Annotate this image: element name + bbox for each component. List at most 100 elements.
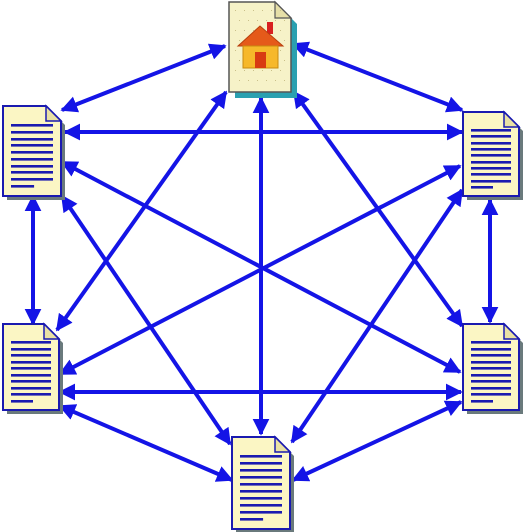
arrow-top-right-to-bottom <box>290 188 464 444</box>
page-texture-dot <box>248 20 249 21</box>
home-page-icon <box>228 0 297 98</box>
document-text-line <box>471 148 511 151</box>
document-text-line <box>240 455 282 458</box>
document-text-line <box>471 154 511 157</box>
document-icon-bottom <box>231 435 294 532</box>
document-text-line <box>11 354 51 357</box>
document-fold <box>503 322 521 340</box>
document-text-line <box>471 374 511 377</box>
page-texture-dot <box>280 10 281 11</box>
page-texture-dot <box>239 20 240 21</box>
document-text-line <box>471 167 511 170</box>
page-texture-dot <box>280 50 281 51</box>
document-text-line <box>11 158 53 161</box>
page-texture-dot <box>253 30 254 31</box>
document-text-line <box>240 476 282 479</box>
document-text-line <box>11 387 51 390</box>
document-text-line <box>11 380 51 383</box>
document-icon-bottom-right <box>462 322 523 414</box>
document-text-line <box>471 387 511 390</box>
arrow-bottom-to-bottom-left <box>58 404 234 482</box>
document-text-line <box>11 367 51 370</box>
page-texture-dot <box>262 70 263 71</box>
document-text-line <box>240 511 282 514</box>
document-icon-top-right <box>462 110 523 200</box>
document-text-line <box>11 144 53 147</box>
page-texture-dot <box>244 30 245 31</box>
document-text-line <box>11 138 53 141</box>
document-text-line <box>11 151 53 154</box>
document-text-line <box>240 504 282 507</box>
document-text-line <box>11 348 51 351</box>
document-text-line <box>240 469 282 472</box>
page-texture-dot <box>239 40 240 41</box>
document-text-line <box>11 165 53 168</box>
page-texture-dot <box>257 80 258 81</box>
page-texture-dot <box>239 80 240 81</box>
page-texture-dot <box>271 10 272 11</box>
document-text-line <box>11 178 53 181</box>
document-text-line <box>11 185 35 188</box>
document-text-line <box>11 171 53 174</box>
house-chimney <box>267 22 273 34</box>
page-texture-dot <box>244 10 245 11</box>
document-text-line <box>471 180 511 183</box>
page-texture-dot <box>284 20 285 21</box>
document-text-line <box>471 380 511 383</box>
page-texture-dot <box>271 70 272 71</box>
page-texture-dot <box>266 80 267 81</box>
document-text-line <box>471 341 511 344</box>
page-texture-dot <box>284 80 285 81</box>
page-texture-dot <box>253 10 254 11</box>
page-texture-dot <box>253 70 254 71</box>
arrow-home-to-bottom-left <box>55 90 228 332</box>
page-texture-dot <box>280 30 281 31</box>
document-text-line <box>11 341 51 344</box>
document-text-line <box>471 161 511 164</box>
page-texture-dot <box>262 10 263 11</box>
page-texture-dot <box>239 60 240 61</box>
page-texture-dot <box>235 50 236 51</box>
house-door <box>255 52 266 68</box>
document-text-line <box>471 348 511 351</box>
document-fold <box>45 104 63 122</box>
document-text-line <box>471 142 511 145</box>
arrow-home-to-top-left <box>60 43 227 113</box>
page-texture-dot <box>244 70 245 71</box>
document-text-line <box>240 490 282 493</box>
page-texture-dot <box>235 10 236 11</box>
arrow-bottom-to-top-left <box>60 194 232 446</box>
page-texture-dot <box>235 70 236 71</box>
document-text-line <box>11 131 53 134</box>
arrow-home-to-top-right <box>291 41 464 113</box>
document-text-line <box>240 462 282 465</box>
document-fold <box>274 435 292 453</box>
edges <box>24 41 499 482</box>
document-text-line <box>240 518 264 521</box>
document-fold <box>503 110 521 128</box>
page-texture-dot <box>284 60 285 61</box>
document-text-line <box>11 400 33 403</box>
page-texture-dot <box>235 30 236 31</box>
page-texture-dot <box>257 20 258 21</box>
document-icon-top-left <box>2 104 65 200</box>
document-text-line <box>11 124 53 127</box>
document-text-line <box>471 129 511 132</box>
home-page-fold <box>274 0 293 19</box>
page-texture-dot <box>248 80 249 81</box>
document-text-line <box>471 135 511 138</box>
document-text-line <box>11 374 51 377</box>
page-texture-dot <box>275 80 276 81</box>
page-texture-dot <box>275 20 276 21</box>
document-text-line <box>471 186 493 189</box>
document-text-line <box>471 361 511 364</box>
document-text-line <box>11 393 51 396</box>
document-text-line <box>240 483 282 486</box>
document-icon-bottom-left <box>2 322 63 414</box>
document-text-line <box>471 354 511 357</box>
document-text-line <box>240 497 282 500</box>
document-text-line <box>11 361 51 364</box>
document-text-line <box>471 367 511 370</box>
